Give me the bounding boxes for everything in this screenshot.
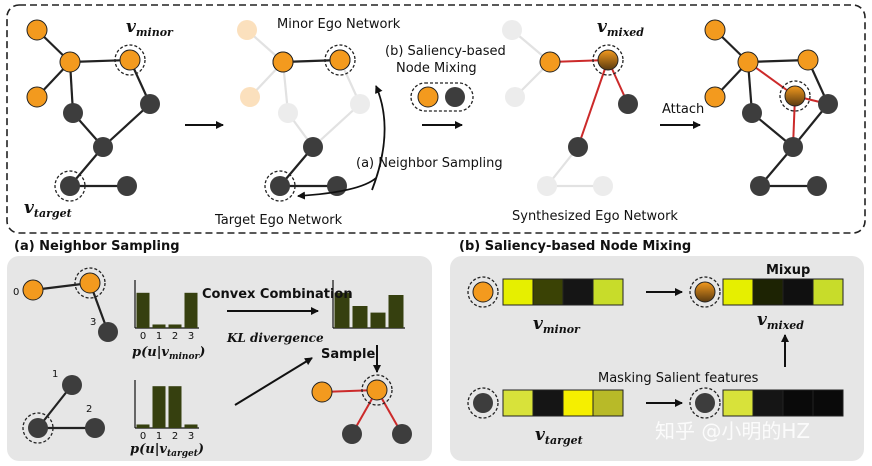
histogram-bar xyxy=(184,424,198,428)
target-node-ring xyxy=(467,387,499,419)
histogram-bar xyxy=(334,292,350,328)
histogram-tick: 2 xyxy=(172,331,178,342)
minor-node xyxy=(472,281,494,303)
original-graph xyxy=(26,19,160,202)
histogram-tick: 3 xyxy=(188,331,194,342)
target-node xyxy=(473,393,493,413)
feature-vector-target xyxy=(502,389,624,417)
masking-label: Masking Salient features xyxy=(598,371,759,386)
v-mixed-caption: vmixed xyxy=(757,310,804,332)
histogram-bar xyxy=(152,386,166,428)
feature-cell xyxy=(812,389,844,417)
feature-cell xyxy=(532,389,564,417)
v-minor-caption: vminor xyxy=(533,314,581,336)
feature-cell xyxy=(592,389,624,417)
mixup-label: Mixup xyxy=(766,263,810,278)
curved-arrow-up xyxy=(371,85,386,191)
p-minor-label: p(u|vminor) xyxy=(132,345,205,362)
node-label-3: 3 xyxy=(90,317,96,328)
v-minor-label: vminor xyxy=(126,17,174,39)
feature-cell xyxy=(812,278,844,306)
feature-cell xyxy=(562,278,594,306)
histogram-bar xyxy=(136,292,150,328)
feature-cell xyxy=(722,389,754,417)
panel-b-title: (b) Saliency-based Node Mixing xyxy=(459,239,691,254)
v-mixed-label: vmixed xyxy=(597,17,644,39)
masked-node-ring xyxy=(689,387,721,419)
watermark: 知乎 @小明的HZ xyxy=(655,419,810,443)
augmented-graph xyxy=(704,19,838,196)
p-target-label: p(u|vtarget) xyxy=(130,442,204,459)
target-ego-network-label: Target Ego Network xyxy=(214,213,343,228)
sampled-subgraph xyxy=(311,374,412,444)
feature-vector-mixed xyxy=(722,278,844,306)
feature-cell xyxy=(592,278,624,306)
histogram-bar xyxy=(152,324,166,328)
histogram-tick: 0 xyxy=(140,331,146,342)
overview-frame xyxy=(6,4,866,234)
v-target-label: vtarget xyxy=(24,198,72,220)
feature-cell xyxy=(752,389,784,417)
histogram-bar xyxy=(136,424,150,428)
synthesized-ego-network-label: Synthesized Ego Network xyxy=(512,209,678,224)
v-target-caption: vtarget xyxy=(535,425,583,447)
histogram-combined xyxy=(332,280,405,329)
mixed-node-ring xyxy=(689,276,721,308)
feature-cell xyxy=(562,389,594,417)
curved-arrow-left xyxy=(297,177,377,200)
feature-cell xyxy=(752,278,784,306)
minor-node-ring xyxy=(467,276,499,308)
feature-vector-masked xyxy=(722,389,844,417)
sample-label: Sample xyxy=(321,347,375,362)
panel-a xyxy=(7,256,432,461)
node-label-0: 0 xyxy=(13,287,19,298)
histogram-bar xyxy=(352,306,368,328)
histogram-tick: 0 xyxy=(140,431,146,442)
mixing-node-pair xyxy=(410,82,474,112)
histogram-bar xyxy=(370,312,386,328)
histogram-bar xyxy=(168,324,182,328)
minor-ego-network-label: Minor Ego Network xyxy=(277,17,401,32)
feature-cell xyxy=(782,278,814,306)
target-subgraph xyxy=(22,375,105,444)
attach-label: Attach xyxy=(662,102,704,117)
panel-a-title: (a) Neighbor Sampling xyxy=(14,239,180,254)
histogram-tick: 3 xyxy=(188,431,194,442)
node-label-2: 2 xyxy=(86,404,92,415)
masked-node xyxy=(695,393,715,413)
mixed-node xyxy=(694,281,716,303)
histogram-tick: 1 xyxy=(156,331,162,342)
feature-cell xyxy=(782,389,814,417)
histogram-bar xyxy=(184,292,198,328)
convex-combination-label: Convex Combination xyxy=(202,287,353,302)
histogram-tick: 1 xyxy=(156,431,162,442)
feature-cell xyxy=(502,278,534,306)
feature-cell xyxy=(502,389,534,417)
kl-divergence-label: KL divergence xyxy=(226,331,324,345)
neighbor-sampling-label: (a) Neighbor Sampling xyxy=(356,156,503,171)
ego-networks-graph xyxy=(237,20,370,202)
saliency-mixing-label-1: (b) Saliency-based xyxy=(385,44,506,59)
feature-vector-minor xyxy=(502,278,624,306)
synthesized-graph xyxy=(502,20,638,196)
node-label-1: 1 xyxy=(52,369,58,380)
feature-cell xyxy=(532,278,564,306)
kl-arrow xyxy=(234,357,313,406)
minor-subgraph xyxy=(22,267,118,342)
saliency-mixing-label-2: Node Mixing xyxy=(396,61,477,76)
histogram-bar xyxy=(388,295,404,328)
histogram-tick: 2 xyxy=(172,431,178,442)
histogram-bar xyxy=(168,386,182,428)
feature-cell xyxy=(722,278,754,306)
